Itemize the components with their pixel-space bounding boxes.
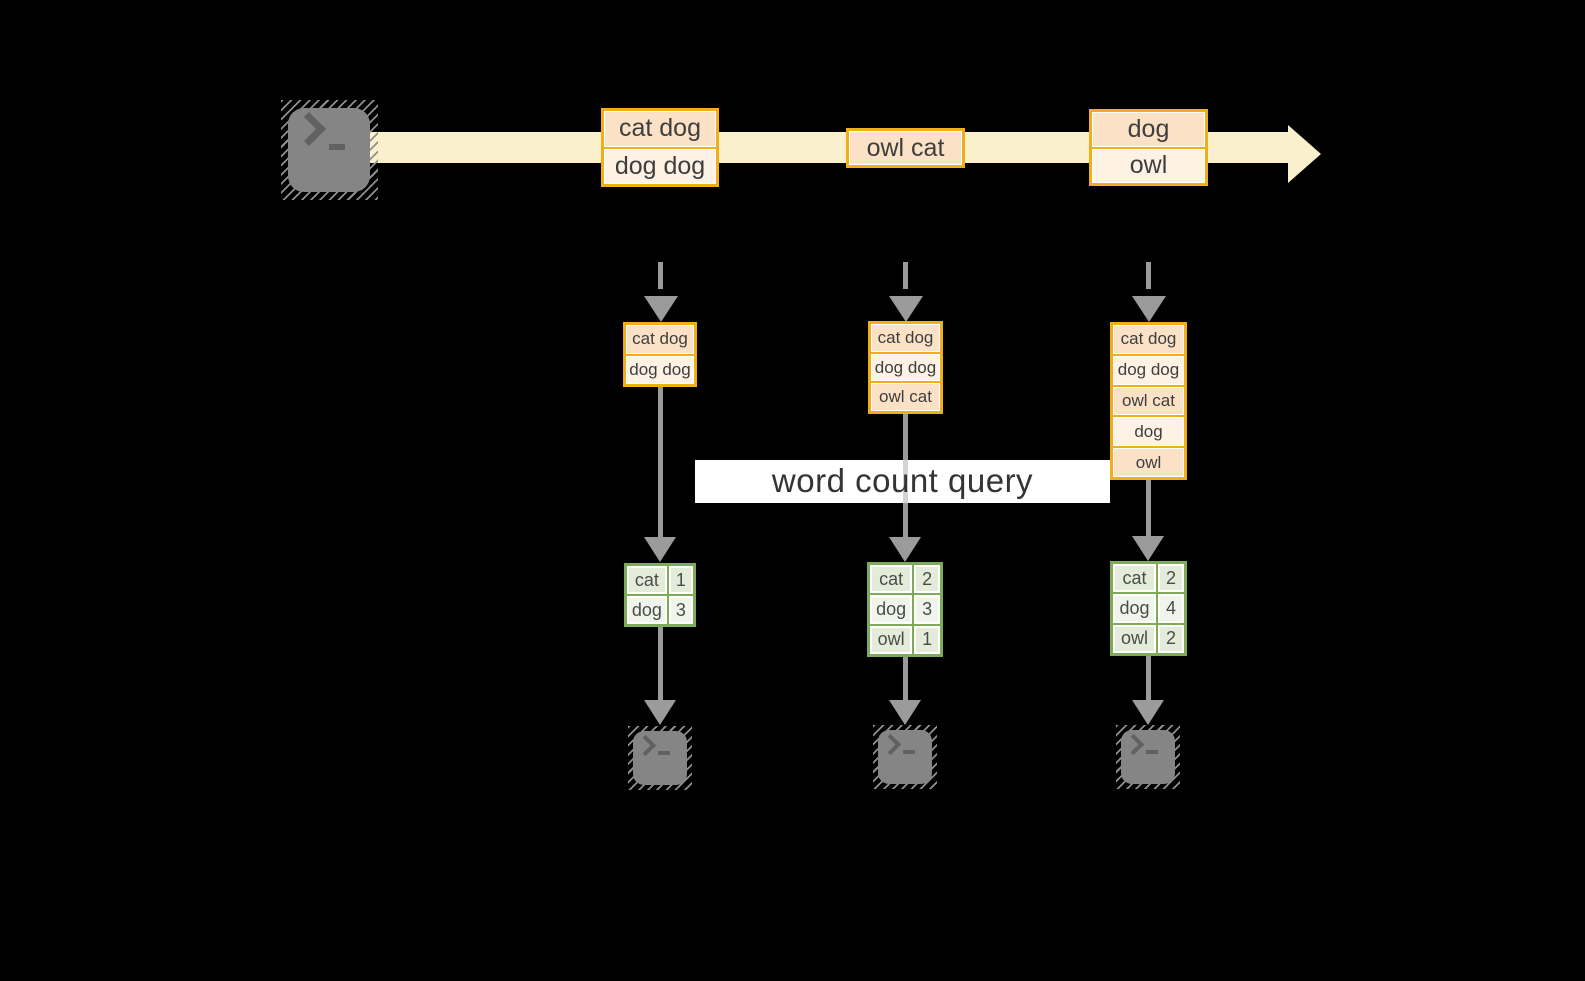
state-row: dog dog (626, 355, 694, 384)
event-box-2: owl cat (846, 128, 965, 168)
arrowhead-icon (889, 537, 921, 562)
word-cell: cat (870, 565, 913, 594)
word-cell: dog (870, 595, 913, 624)
state-box-2: cat dog dog dog owl cat (868, 321, 943, 414)
word-cell: owl (1113, 624, 1156, 653)
count-cell: 2 (1157, 624, 1184, 653)
word-cell: dog (627, 596, 667, 624)
arrowhead-icon (644, 537, 676, 562)
terminal-square (878, 730, 932, 784)
state-row: cat dog (871, 324, 940, 352)
event-row: owl cat (849, 131, 962, 165)
event-row: dog dog (604, 148, 716, 184)
state-row: cat dog (626, 325, 694, 354)
dashed-arrowhead-icon (1132, 296, 1166, 322)
event-row: cat dog (604, 111, 716, 147)
arrowhead-icon (644, 700, 676, 725)
arrow-segment (1146, 656, 1151, 701)
state-box-1: cat dog dog dog (623, 322, 697, 387)
state-box-3: cat dog dog dog owl cat dog owl (1110, 322, 1187, 480)
prompt-underscore-icon (658, 751, 670, 755)
state-row: cat dog (1113, 325, 1184, 354)
word-cell: cat (627, 566, 667, 594)
state-row: owl (1113, 448, 1184, 477)
count-table-1: cat 1 dog 3 (624, 563, 696, 627)
state-row: owl cat (871, 383, 940, 412)
arrow-segment (1146, 480, 1151, 536)
event-row: owl (1092, 148, 1205, 183)
arrowhead-icon (1132, 536, 1164, 561)
dashed-arrow-segment (903, 262, 908, 289)
word-cell: dog (1113, 594, 1156, 623)
query-title: word count query (771, 462, 1034, 499)
terminal-square (288, 108, 370, 192)
state-row: owl cat (1113, 386, 1184, 416)
prompt-underscore-icon (1146, 750, 1158, 754)
word-cell: owl (870, 625, 913, 654)
state-row: dog (1113, 417, 1184, 447)
arrowhead-icon (1132, 700, 1164, 725)
state-row: dog dog (1113, 355, 1184, 385)
word-cell: cat (1113, 564, 1156, 593)
dashed-arrowhead-icon (644, 296, 678, 322)
terminal-square (1121, 730, 1175, 784)
query-band (695, 460, 1110, 503)
sink-terminal-icon (873, 725, 937, 789)
count-cell: 1 (914, 625, 940, 654)
source-terminal-icon (281, 100, 378, 200)
dashed-arrow-segment (658, 262, 663, 289)
arrow-segment (658, 627, 663, 701)
count-cell: 4 (1157, 594, 1184, 623)
count-cell: 2 (914, 565, 940, 594)
stream-arrowhead-icon (1288, 125, 1321, 183)
arrow-segment (903, 657, 908, 701)
arrow-through-band (903, 460, 908, 503)
prompt-underscore-icon (329, 144, 345, 150)
count-cell: 1 (668, 566, 693, 594)
event-box-1: cat dog dog dog (601, 108, 719, 187)
dashed-arrowhead-icon (889, 296, 923, 322)
arrowhead-icon (889, 700, 921, 725)
count-cell: 3 (668, 596, 693, 624)
sink-terminal-icon (628, 726, 692, 790)
count-cell: 2 (1157, 564, 1184, 593)
arrow-segment (658, 385, 663, 538)
event-row: dog (1092, 112, 1205, 147)
event-box-3: dog owl (1089, 109, 1208, 186)
state-row: dog dog (871, 353, 940, 382)
sink-terminal-icon (1116, 725, 1180, 789)
count-table-2: cat 2 dog 3 owl 1 (867, 562, 943, 657)
terminal-square (633, 731, 687, 785)
dashed-arrow-segment (1146, 262, 1151, 289)
count-cell: 3 (914, 595, 940, 624)
prompt-underscore-icon (903, 750, 915, 754)
count-table-3: cat 2 dog 4 owl 2 (1110, 561, 1187, 656)
